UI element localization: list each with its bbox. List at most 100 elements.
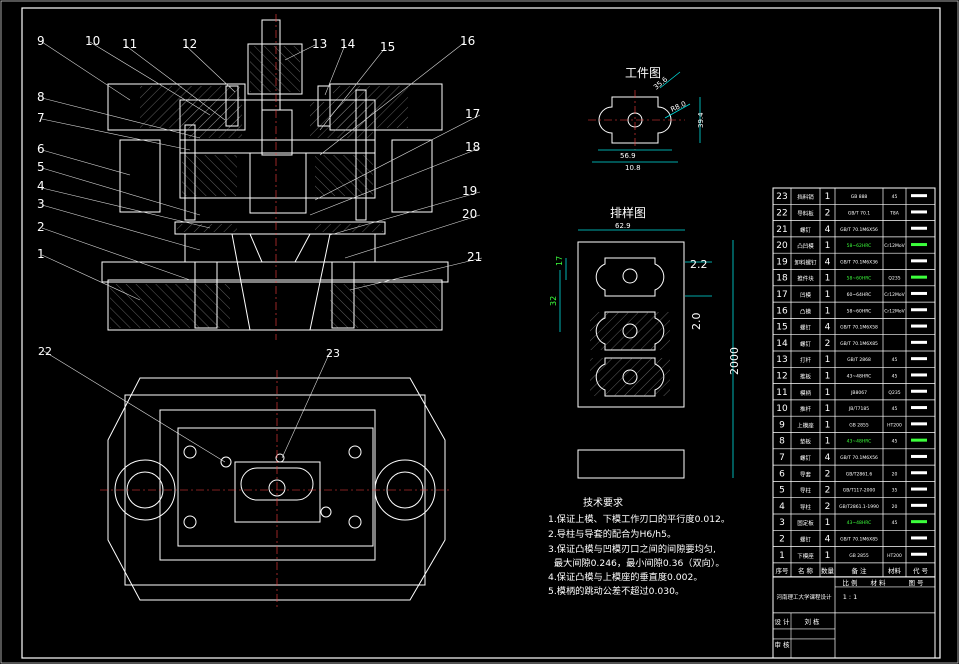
bom-row-spec: 43~48HRC: [847, 520, 872, 526]
drawing-no-label: 图 号: [908, 579, 924, 587]
bom-row-material: 20: [892, 471, 898, 477]
bom-row-spec: GB 2855: [849, 553, 869, 559]
bom-header-cell: 名 称: [798, 566, 814, 575]
bom-row-no: 7: [779, 453, 785, 463]
workpiece-dim-2: 10.8: [625, 164, 641, 172]
bom-row-no: 19: [776, 257, 788, 267]
bom-row-qty: 1: [825, 437, 831, 447]
layout-dim-17: 17: [555, 256, 564, 266]
bom-row-code-mark: [911, 454, 927, 458]
bom-row-code-mark: [911, 324, 927, 328]
bom-row-material: Cr12MoV: [884, 308, 905, 314]
bom-row-material: 45: [892, 194, 898, 200]
bom-header-cell: 备 注: [851, 566, 867, 575]
material-label: 材 料: [870, 578, 886, 587]
scale-label: 比 例: [842, 578, 857, 587]
bom-row-code-mark: [911, 210, 927, 214]
workpiece-dim-5: R8.0: [669, 100, 687, 114]
tech-line-2: 2.导柱与导套的配合为H6/h5。: [548, 528, 676, 540]
callout-8: 8: [37, 90, 45, 104]
callout-numbers: 1 2 3 4 5 6 7 8 9 10 11 12 13 14 15 16 1…: [37, 34, 482, 360]
bom-row-no: 3: [779, 518, 785, 528]
bom-row-no: 6: [779, 469, 785, 479]
bom-row-qty: 1: [825, 192, 831, 202]
bom-row-code-mark: [911, 194, 927, 198]
bom-row-name: 下模座: [797, 552, 814, 560]
bom-row-name: 卸料螺钉: [794, 258, 817, 266]
bom-row-no: 5: [779, 486, 785, 496]
tech-line-3: 3.保证凸模与凹模刃口之间的间隙要均匀,: [548, 543, 716, 555]
bom-row-material: Q235: [888, 390, 900, 396]
workpiece-dim-3: 39.4: [697, 112, 705, 128]
bom-row-qty: 2: [825, 502, 831, 512]
bom-row-name: 螺钉: [800, 340, 812, 348]
bom-row-spec: GB/T 70.1M6X85: [840, 341, 878, 347]
bom-row-qty: 4: [825, 534, 831, 544]
bom-row-no: 8: [779, 437, 785, 447]
callout-20: 20: [462, 207, 477, 221]
bom-row-no: 17: [776, 290, 787, 300]
callout-18: 18: [465, 140, 480, 154]
bom-row-material: 45: [892, 406, 898, 412]
bom-row-name: 挡料销: [797, 193, 814, 201]
bom-row-qty: 2: [825, 208, 831, 218]
bom-row-material: Cr12MoV: [884, 292, 905, 298]
layout-title: 排样图: [610, 205, 646, 220]
callout-23: 23: [326, 347, 340, 360]
bom-row-qty: 1: [825, 274, 831, 284]
scale-value: 1 : 1: [843, 593, 858, 601]
bom-row-no: 10: [776, 404, 788, 414]
school-name: 河南理工大学课程设计: [776, 593, 832, 601]
bom-row-name: 上模座: [797, 421, 814, 429]
bom-row-qty: 1: [825, 306, 831, 316]
callout-7: 7: [37, 111, 45, 125]
bom-row-material: 45: [892, 520, 898, 526]
bom-row-spec: 58~60HRC: [847, 308, 872, 314]
bom-row-no: 23: [776, 192, 787, 202]
bom-header-cell: 材料: [888, 566, 902, 575]
callout-leaders: [41, 41, 483, 463]
layout-dim-side: 2.0: [690, 313, 703, 331]
front-section-view: [101, 14, 449, 340]
bom-row-name: 导料板: [797, 209, 814, 217]
callout-15: 15: [380, 40, 395, 54]
callout-11: 11: [122, 37, 137, 51]
bom-row-code-mark: [911, 503, 927, 507]
bom-row-no: 16: [776, 306, 788, 316]
bom-row-no: 2: [779, 534, 785, 544]
layout-dim-32: 32: [549, 296, 558, 306]
tech-line-1: 1.保证上模、下模工作刃口的平行度0.012。: [548, 513, 730, 525]
layout-dim-length: 2000: [728, 347, 741, 375]
bom-row-qty: 1: [825, 290, 831, 300]
bom-row-code-mark: [911, 520, 927, 524]
bom-row-material: Q235: [888, 276, 900, 282]
bom-row-qty: 1: [825, 551, 831, 561]
bom-row-material: HT200: [887, 553, 902, 559]
top-plan-view: [100, 370, 450, 610]
bom-row-spec: GB/T 70.1M6X58: [840, 325, 878, 331]
bom-row-spec: GB 2855: [849, 422, 869, 428]
bom-row-qty: 4: [825, 257, 831, 267]
bom-row-code-mark: [911, 291, 927, 295]
bom-row-spec: GB/T 70.1: [848, 210, 870, 216]
bom-row-code-mark: [911, 389, 927, 393]
bom-row-material: Cr12MoV: [884, 243, 905, 249]
bom-row-name: 螺钉: [800, 226, 812, 234]
bom-row-name: 凸凹模: [797, 242, 814, 250]
bom-row-material: 35: [892, 488, 898, 494]
bom-row-no: 21: [776, 225, 787, 235]
bom-row-spec: GB/T 70.1M6X36: [840, 259, 878, 265]
callout-12: 12: [182, 37, 197, 51]
bom-row-qty: 2: [825, 339, 831, 349]
layout-dim-width: 62.9: [615, 222, 631, 230]
bom-row-code-mark: [911, 536, 927, 540]
callout-14: 14: [340, 37, 355, 51]
workpiece-drawing: 工件图 56.9 10.8 39.4 35.6 R8.0: [588, 66, 705, 172]
bom-row-name: 凸模: [800, 307, 812, 315]
bom-row-material: 20: [892, 504, 898, 510]
callout-6: 6: [37, 142, 45, 156]
bom-row-no: 22: [776, 208, 787, 218]
bom-row-material: 45: [892, 439, 898, 445]
bom-row-material: 45: [892, 373, 898, 379]
bom-row-spec: 60~64HRC: [847, 292, 872, 298]
